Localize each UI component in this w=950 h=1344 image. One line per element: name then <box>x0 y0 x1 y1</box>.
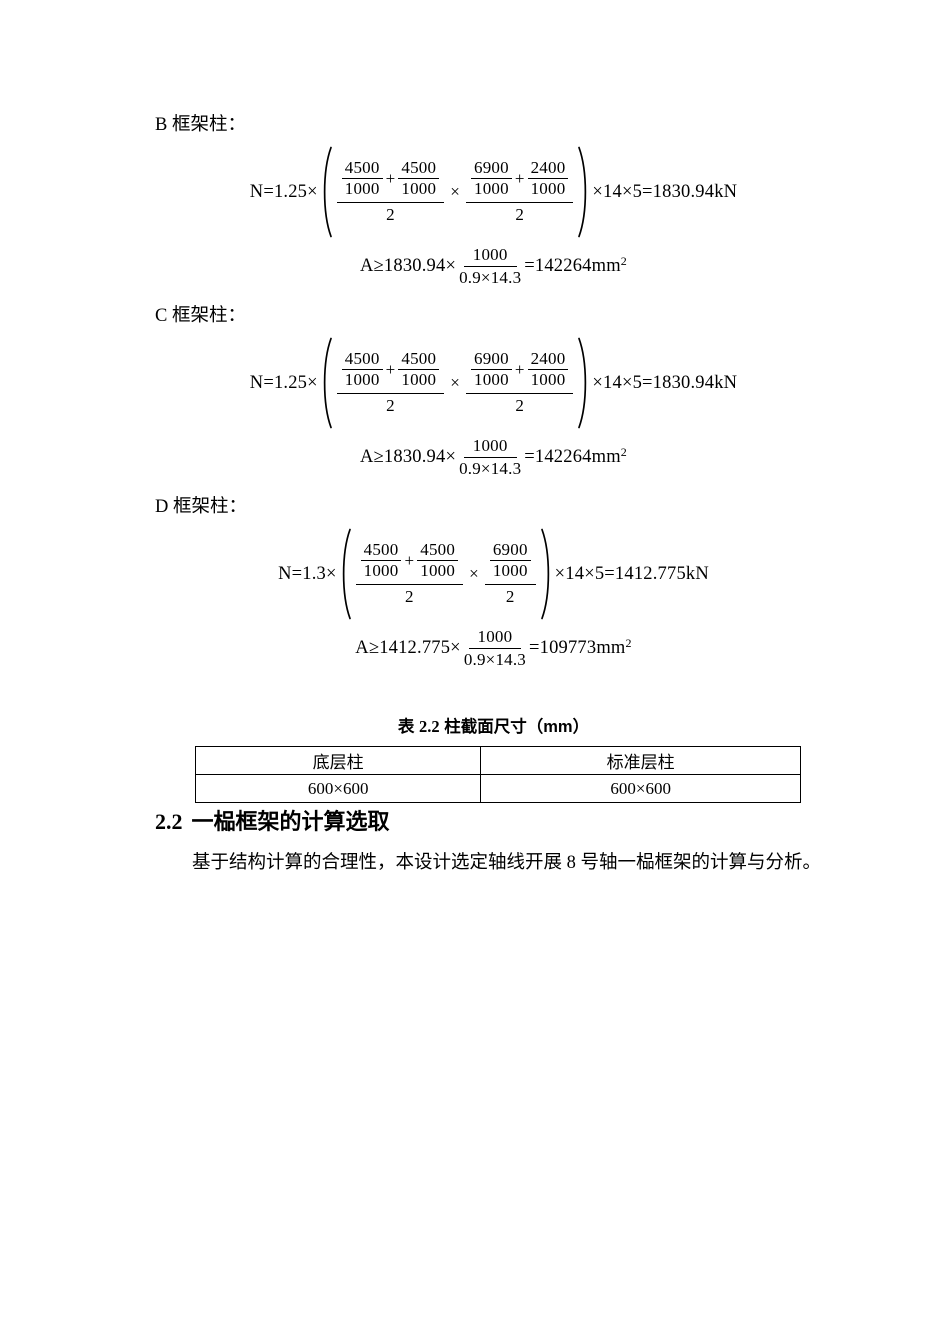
plus-sign: + <box>404 550 415 570</box>
formula-lhs: A≥1830.94× <box>360 446 457 467</box>
heading-title: 一榀框架的计算选取 <box>191 809 390 834</box>
formula-rhs: ×14×5=1830.94kN <box>592 372 738 393</box>
superscript: 2 <box>625 635 632 650</box>
formula-lhs: A≥1830.94× <box>360 255 457 276</box>
area-formula-c: A≥1830.94× 1000 0.9×14.3 =142264mm2 <box>155 434 832 480</box>
multiply-sign: × <box>450 373 460 392</box>
body-paragraph: 基于结构计算的合理性，本设计选定轴线开展 8 号轴一榀框架的计算与分析。 <box>192 853 822 873</box>
column-label-b: B 框架柱： <box>155 115 246 135</box>
formula-lhs: N=1.25× <box>249 181 318 202</box>
table-caption: 表 2.2 柱截面尺寸（mm） <box>397 717 590 736</box>
right-paren-icon <box>540 528 549 620</box>
fraction: 1000 0.9×14.3 <box>463 626 526 669</box>
formula-lhs: N=1.25× <box>249 372 318 393</box>
column-label-d: D 框架柱： <box>155 497 247 517</box>
formula-lhs: A≥1412.775× <box>355 637 461 658</box>
formula-rhs: =142264mm2 <box>524 253 627 276</box>
formula-lhs: N=1.3× <box>278 563 337 584</box>
right-paren-icon <box>578 146 587 238</box>
left-paren-icon <box>323 146 332 238</box>
formula-rhs: ×14×5=1412.775kN <box>554 563 709 584</box>
fraction: 1000 0.9×14.3 <box>459 435 522 478</box>
formula-rhs: =109773mm2 <box>529 635 632 658</box>
multiply-sign: × <box>450 182 460 201</box>
plus-sign: + <box>385 168 396 188</box>
formula-rhs: ×14×5=1830.94kN <box>592 181 738 202</box>
area-formula-b: A≥1830.94× 1000 0.9×14.3 =142264mm2 <box>155 243 832 289</box>
area-formula-d: A≥1412.775× 1000 0.9×14.3 =109773mm2 <box>155 625 832 671</box>
superscript: 2 <box>620 253 627 268</box>
header-cell-bottom-column: 底层柱 <box>194 746 482 775</box>
column-section-size-table: 底层柱 标准层柱 600×600 600×600 <box>194 746 801 803</box>
formula-rhs: =142264mm2 <box>524 444 627 467</box>
plus-sign: + <box>385 359 396 379</box>
column-label-c: C 框架柱： <box>155 306 246 326</box>
superscript: 2 <box>620 444 627 459</box>
left-paren-icon <box>323 337 332 429</box>
cell-standard-column-size: 600×600 <box>480 774 801 803</box>
section-heading: 2.2 一榀框架的计算选取 <box>155 807 832 837</box>
heading-number: 2.2 <box>155 809 183 834</box>
multiply-sign: × <box>469 564 479 583</box>
fraction: 1000 0.9×14.3 <box>459 244 522 287</box>
plus-sign: + <box>514 168 525 188</box>
table-row: 600×600 600×600 <box>194 774 801 803</box>
right-paren-icon <box>578 337 587 429</box>
cell-bottom-column-size: 600×600 <box>194 774 482 803</box>
table-header-row: 底层柱 标准层柱 <box>194 746 801 775</box>
header-cell-standard-column: 标准层柱 <box>480 746 801 775</box>
plus-sign: + <box>514 359 525 379</box>
left-paren-icon <box>342 528 351 620</box>
